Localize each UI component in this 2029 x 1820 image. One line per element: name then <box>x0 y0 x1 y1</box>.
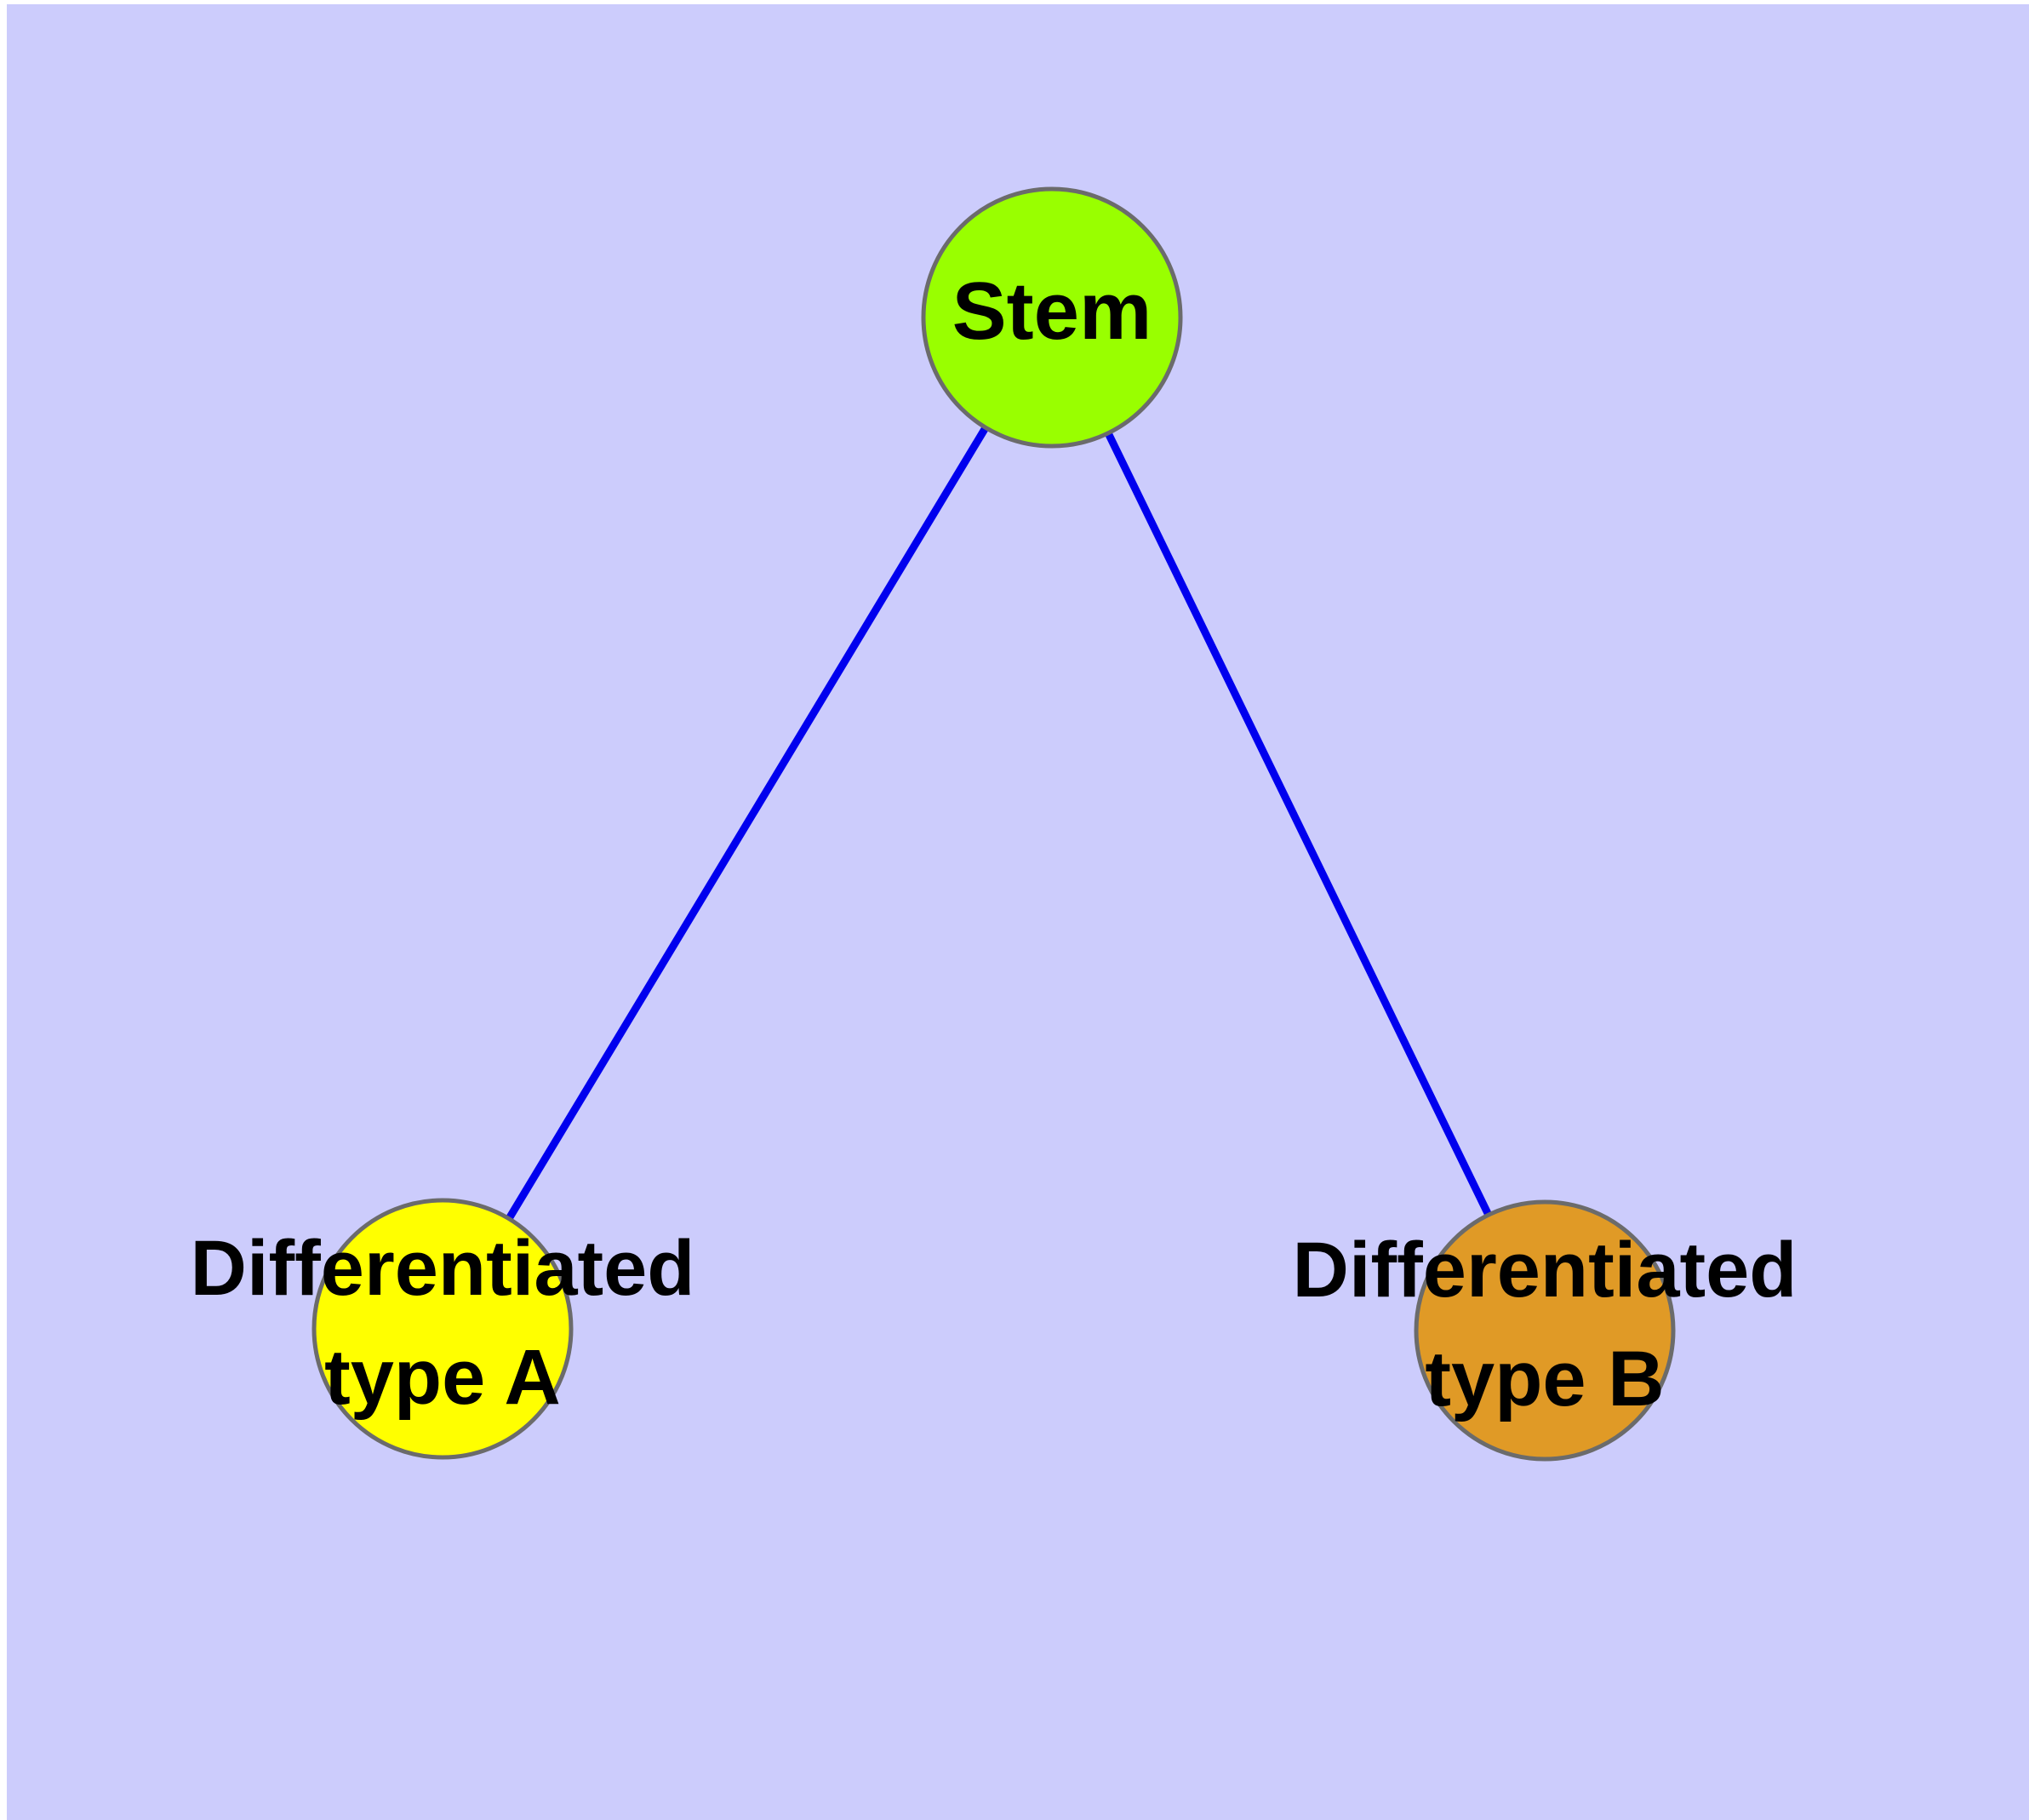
graph-node-diff_a[interactable] <box>311 1198 574 1460</box>
graph-node-label-line: Stem <box>952 266 1152 357</box>
graph-node-diff_b[interactable] <box>1414 1199 1676 1462</box>
nodes-layer <box>311 186 1676 1462</box>
edges-layer <box>439 315 1549 1332</box>
graph-node-label-line: Differentiated <box>191 1225 695 1312</box>
graph-node-label-line: Differentiated <box>1293 1227 1798 1313</box>
graph-node-label-diff_a: Differentiated type A <box>191 1225 695 1421</box>
graph-node-stem[interactable] <box>921 186 1183 449</box>
graph-edge[interactable] <box>439 315 1055 1331</box>
graph-node-label-line: type A <box>324 1334 561 1421</box>
graph-node-label-diff_b: Differentiated type B <box>1293 1227 1798 1422</box>
graph-node-label-line: type B <box>1425 1336 1664 1422</box>
graph-node-label-stem: Stem <box>952 266 1152 357</box>
graph-edge[interactable] <box>1048 316 1549 1332</box>
